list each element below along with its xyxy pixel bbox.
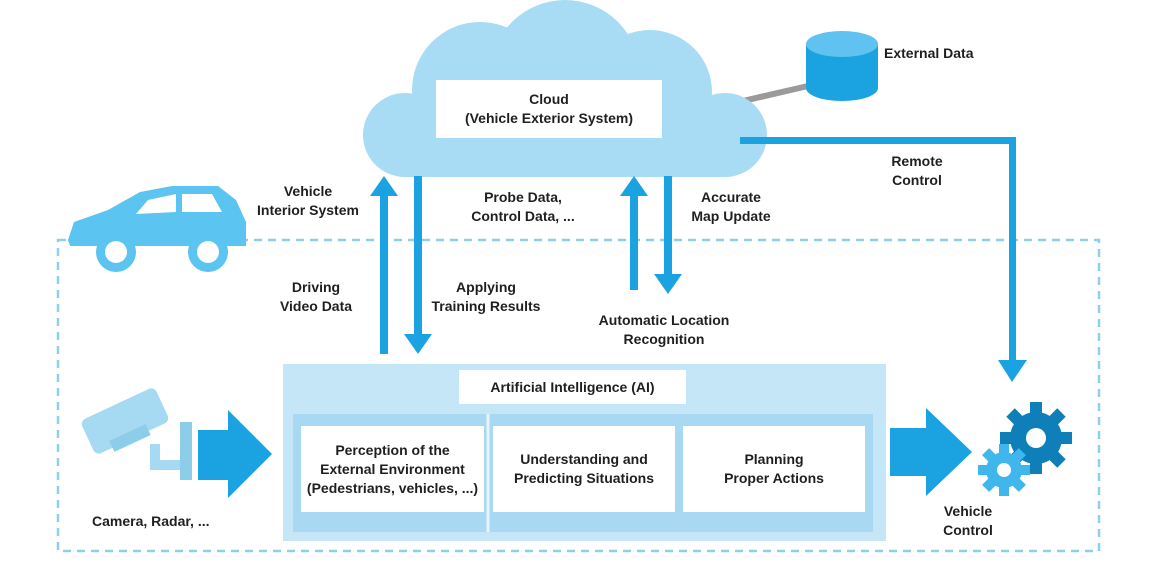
- driving-video-label: Driving Video Data: [279, 279, 353, 314]
- training-results-label: Applying Training Results: [431, 279, 541, 314]
- map-update-label: Accurate Map Update: [691, 189, 771, 224]
- cloud-subtitle: (Vehicle Exterior System): [464, 110, 634, 126]
- car-icon: [68, 186, 246, 272]
- vehicle-boundary: [56, 238, 1101, 553]
- vehicle-interior-label: Vehicle Interior System: [257, 183, 359, 218]
- gears-icon: [978, 402, 1072, 496]
- arrow-ai-to-control: [890, 408, 972, 496]
- remote-control-label: Remote Control: [891, 153, 943, 188]
- ai-title-box: Artificial Intelligence (AI): [459, 370, 686, 404]
- cloud-title-box: Cloud (Vehicle Exterior System): [436, 80, 662, 138]
- probe-data-label: Probe Data, Control Data, ...: [471, 189, 575, 224]
- arrow-sensor-to-ai: [198, 410, 272, 498]
- cloud-title: Cloud: [529, 91, 569, 107]
- planning-box: Planning Proper Actions: [683, 426, 865, 512]
- arrow-location-up: [620, 176, 648, 290]
- arrow-driving-video-up: [370, 176, 398, 354]
- camera-radar-label: Camera, Radar, ...: [92, 513, 210, 529]
- vehicle-control-label: Vehicle Control: [943, 503, 993, 538]
- database-icon: [806, 31, 878, 101]
- perception-box: Perception of the External Environment (…: [301, 426, 484, 512]
- camera-icon: [81, 388, 192, 480]
- location-recognition-label: Automatic Location Recognition: [598, 312, 730, 347]
- arrow-training-results-down: [404, 176, 432, 354]
- external-data-label: External Data: [884, 45, 974, 61]
- ai-title: Artificial Intelligence (AI): [490, 378, 655, 395]
- understanding-box: Understanding and Predicting Situations: [493, 426, 675, 512]
- arrow-map-update-down: [654, 176, 682, 294]
- arrow-remote-control: [740, 137, 1027, 382]
